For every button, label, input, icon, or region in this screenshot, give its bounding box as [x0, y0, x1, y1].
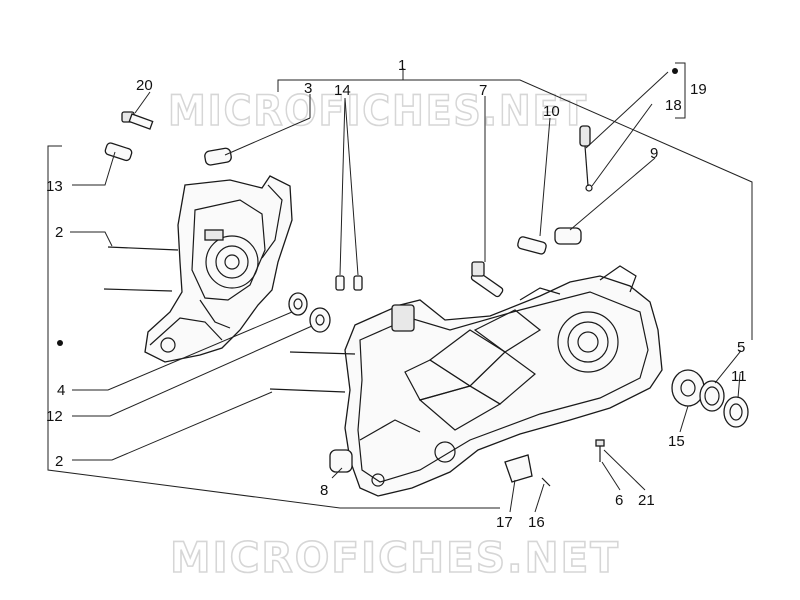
bracket-17: [504, 454, 533, 483]
callout-11: 11: [731, 368, 747, 385]
callout-2-upper: 2: [55, 224, 63, 241]
seal-11: [723, 396, 749, 428]
bearing-12: [309, 307, 331, 333]
bearing-15: [671, 369, 705, 407]
right-crankcase-half: [344, 265, 663, 497]
dipstick-19-18: [579, 125, 593, 192]
callout-7: 7: [479, 82, 487, 99]
stud-bolts-right: [269, 351, 356, 393]
callout-15: 15: [668, 433, 685, 450]
callout-9: 9: [650, 145, 658, 162]
leader-lines: [70, 68, 741, 513]
watermark-top: MICROFICHES.NET: [168, 86, 588, 135]
circlip-5: [699, 380, 725, 412]
callout-13: 13: [46, 178, 63, 195]
callout-labels: 1 20 3 14 7 19 18 10 9 13 2 5 11 4 12 15…: [46, 57, 747, 531]
seal-4: [288, 292, 308, 316]
screw-16: [541, 477, 551, 487]
callout-3: 3: [304, 80, 312, 97]
callout-6: 6: [615, 492, 623, 509]
callout-5: 5: [737, 339, 745, 356]
callout-16: 16: [528, 514, 545, 531]
pin-10: [517, 236, 547, 255]
callout-1: 1: [398, 57, 406, 74]
callout-2-lower: 2: [55, 453, 63, 470]
pins-14: [335, 275, 363, 291]
callout-4: 4: [57, 382, 65, 399]
callout-19: 19: [690, 81, 707, 98]
watermark-bottom: MICROFICHES.NET: [170, 533, 620, 582]
screw-6-21: [595, 439, 605, 462]
callout-17: 17: [496, 514, 513, 531]
left-crankcase-half: [144, 175, 293, 363]
callout-8: 8: [320, 482, 328, 499]
stud-bolts-left: [103, 246, 179, 292]
bolt-20: [121, 111, 154, 130]
assembly-bracket: [47, 62, 753, 509]
bushing-8: [329, 449, 353, 473]
callout-10: 10: [543, 103, 560, 120]
callout-14: 14: [334, 82, 351, 99]
dowel-pin-13: [104, 142, 133, 162]
callout-20: 20: [136, 77, 153, 94]
callout-21: 21: [638, 492, 655, 509]
callout-18: 18: [665, 97, 682, 114]
callout-12: 12: [46, 408, 63, 425]
bolt-7: [470, 261, 504, 298]
bushing-9: [554, 227, 582, 245]
bushing-3: [204, 147, 232, 166]
